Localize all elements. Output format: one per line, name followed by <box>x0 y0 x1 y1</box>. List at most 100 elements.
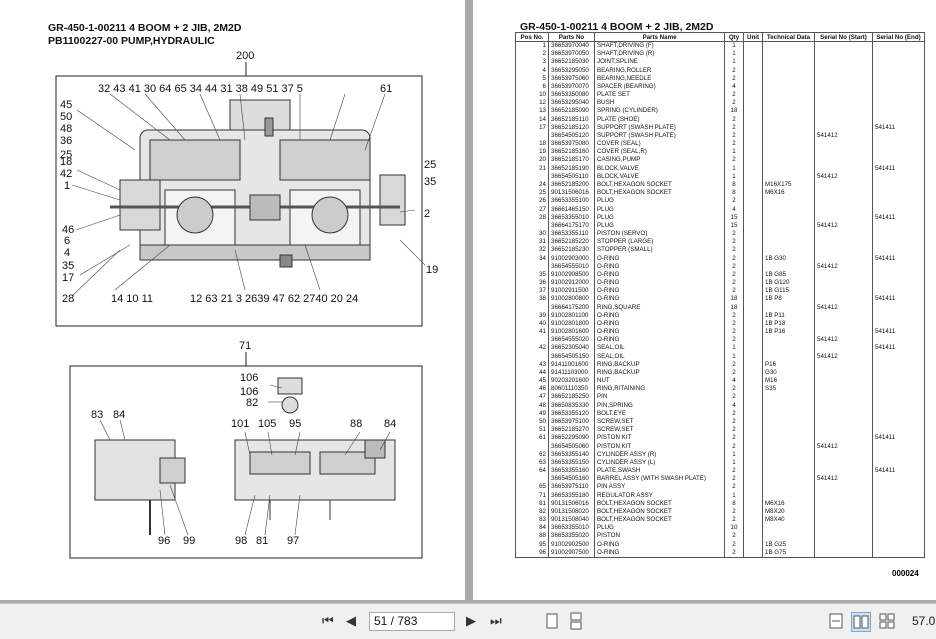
table-cell-tech: M8X20 <box>762 507 815 516</box>
table-cell-name: BEARING,ROLLER <box>594 66 725 75</box>
table-cell-qty: 18 <box>724 107 744 116</box>
table-cell-tech <box>762 205 815 214</box>
table-cell-name: SHAFT,DRIVING (F) <box>594 41 725 51</box>
table-cell-s2 <box>872 515 925 525</box>
first-page-button[interactable]: ⏮ <box>322 613 334 628</box>
table-cell-s1 <box>814 524 873 533</box>
table-cell-pno: 91002907500 <box>548 548 595 558</box>
table-cell-tech <box>762 475 815 484</box>
column-header: Pos No. <box>515 32 549 42</box>
table-cell-pos <box>515 303 549 312</box>
table-cell-s2: 541411 <box>872 213 925 222</box>
callout-19: 19 <box>426 264 438 276</box>
continuous-page-icon[interactable] <box>567 612 585 630</box>
two-page-continuous-icon[interactable] <box>878 612 896 630</box>
callout-top-row: 32 43 41 30 64 65 34 44 31 38 49 51 37 5 <box>98 83 303 95</box>
table-cell-unit <box>743 58 763 67</box>
table-cell-unit <box>743 303 763 312</box>
prev-page-button[interactable]: ◀ <box>346 613 356 628</box>
table-cell-name: STOPPER (LARGE) <box>594 238 725 247</box>
table-cell-s2 <box>872 548 925 558</box>
table-cell-pno: 36653975060 <box>548 74 595 83</box>
table-cell-pno: 91002911500 <box>548 287 595 296</box>
table-cell-s2 <box>872 82 925 92</box>
table-cell-pno: 36652185030 <box>548 58 595 67</box>
table-cell-unit <box>743 189 763 198</box>
table-cell-name: BOLT,HEXAGON SOCKET <box>594 499 725 508</box>
table-cell-s1 <box>814 409 873 418</box>
callout-36: 36 <box>60 135 72 147</box>
table-cell-tech <box>762 450 815 459</box>
table-cell-s2 <box>872 311 925 320</box>
table-cell-name: BEARING,NEEDLE <box>594 74 725 83</box>
table-cell-qty: 2 <box>724 140 744 149</box>
table-cell-tech: P16 <box>762 360 815 369</box>
table-cell-s2 <box>872 99 925 108</box>
table-cell-qty: 2 <box>724 278 744 288</box>
table-cell-s2 <box>872 107 925 116</box>
table-cell-pos <box>515 262 549 271</box>
table-cell-pos: 81 <box>515 499 549 508</box>
table-cell-tech <box>762 229 815 239</box>
table-cell-name: PLUG <box>594 221 725 230</box>
table-cell-s2: 541411 <box>872 328 925 337</box>
table-cell-tech: 1B P11 <box>762 311 815 320</box>
table-cell-pno: 36654555020 <box>548 336 595 345</box>
callout-4: 4 <box>64 247 70 259</box>
table-cell-pno: 91411001600 <box>548 360 595 369</box>
table-cell-qty: 2 <box>724 515 744 525</box>
single-page-icon[interactable] <box>543 612 561 630</box>
table-cell-tech <box>762 66 815 75</box>
table-cell-pos: 41 <box>515 328 549 337</box>
table-cell-unit <box>743 377 763 386</box>
table-cell-tech <box>762 99 815 108</box>
table-cell-tech <box>762 336 815 345</box>
fit-width-icon[interactable] <box>827 612 845 630</box>
table-cell-pos: 40 <box>515 319 549 329</box>
table-cell-qty: 2 <box>724 311 744 320</box>
table-cell-pos: 82 <box>515 507 549 516</box>
table-cell-s1 <box>814 368 873 378</box>
table-cell-qty: 2 <box>724 426 744 435</box>
callout-45: 45 <box>60 99 72 111</box>
table-cell-qty: 2 <box>724 262 744 271</box>
drawing-title: GR-450-1-00211 4 BOOM + 2 JIB, 2M2D <box>48 22 242 34</box>
table-cell-name: BARREL ASSY (WITH SWASH PLATE) <box>594 475 725 484</box>
table-cell-name: SCREW,SET <box>594 426 725 435</box>
table-cell-unit <box>743 311 763 320</box>
table-cell-unit <box>743 532 763 541</box>
last-page-button[interactable]: ⏭ <box>490 613 502 628</box>
table-cell-unit <box>743 238 763 247</box>
table-cell-pno: 91411103000 <box>548 368 595 378</box>
table-cell-name: O-RING <box>594 328 725 337</box>
table-cell-name: NUT <box>594 377 725 386</box>
table-cell-name: O-RING <box>594 287 725 296</box>
table-cell-unit <box>743 548 763 558</box>
next-page-button[interactable]: ▶ <box>466 613 476 628</box>
two-page-icon[interactable] <box>851 612 871 632</box>
table-cell-tech <box>762 434 815 443</box>
table-cell-unit <box>743 491 763 500</box>
page-number-input[interactable]: 51 / 783 <box>369 612 455 631</box>
callout-84b: 84 <box>384 418 396 430</box>
table-cell-pno: 36664175200 <box>548 303 595 312</box>
callout-25: 25 <box>60 149 72 161</box>
table-cell-unit <box>743 328 763 337</box>
table-cell-s2 <box>872 368 925 378</box>
table-cell-qty: 2 <box>724 483 744 492</box>
table-cell-tech <box>762 148 815 157</box>
table-cell-pno: 80601110350 <box>548 385 595 394</box>
table-cell-s2 <box>872 377 925 386</box>
table-cell-tech: 1B P8 <box>762 295 815 304</box>
table-cell-tech <box>762 41 815 51</box>
table-cell-pos: 14 <box>515 115 549 124</box>
zoom-level[interactable]: 57.0 <box>912 614 936 628</box>
table-cell-name: PISTON KIT <box>594 434 725 443</box>
